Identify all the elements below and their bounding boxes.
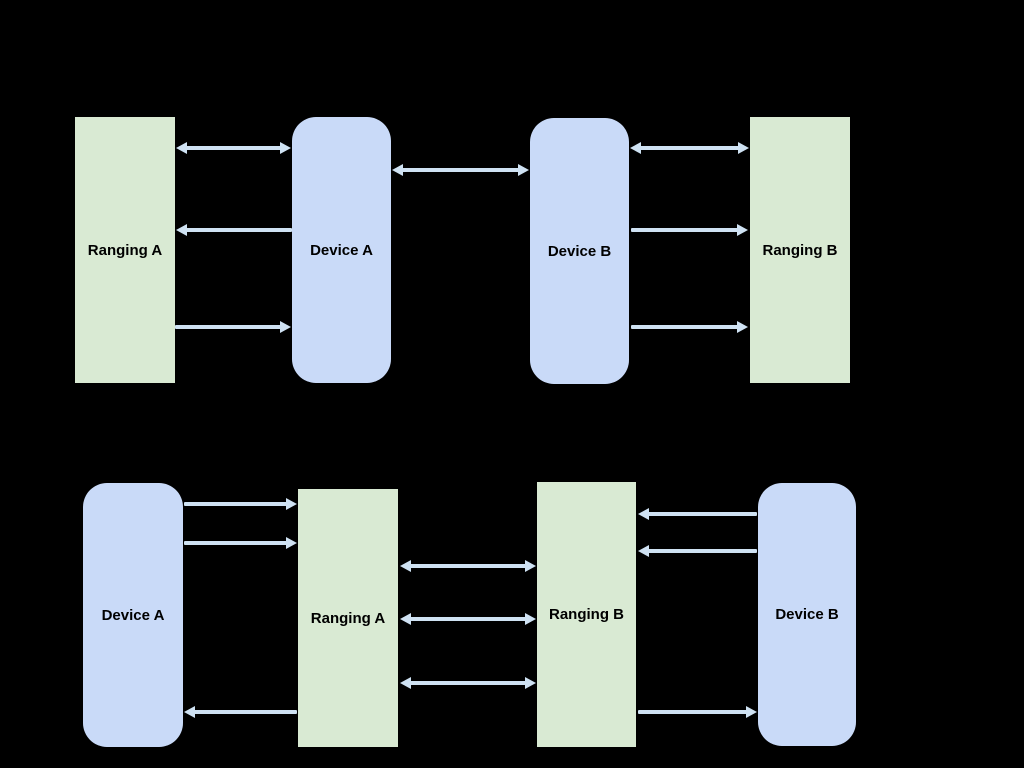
arrowhead-left-icon <box>638 545 649 557</box>
arrowhead-right-icon <box>738 142 749 154</box>
arrow-top-arrow-7 <box>631 321 748 333</box>
box-top-ranging-a: Ranging A <box>75 117 175 383</box>
arrowhead-left-icon <box>400 677 411 689</box>
arrow-top-arrow-6 <box>631 224 748 236</box>
arrowhead-left-icon <box>400 613 411 625</box>
arrow-line <box>401 168 520 172</box>
box-label: Ranging B <box>762 241 838 259</box>
box-bottom-device-a: Device A <box>83 483 183 747</box>
arrowhead-left-icon <box>392 164 403 176</box>
arrowhead-left-icon <box>176 142 187 154</box>
arrow-bottom-arrow-9 <box>184 706 297 718</box>
arrowhead-right-icon <box>737 321 748 333</box>
box-label: Device B <box>547 242 612 260</box>
arrowhead-left-icon <box>184 706 195 718</box>
box-top-device-a: Device A <box>292 117 391 383</box>
arrowhead-right-icon <box>286 498 297 510</box>
arrow-line <box>409 681 527 685</box>
arrowhead-left-icon <box>638 508 649 520</box>
arrow-line <box>184 502 288 506</box>
arrow-line <box>184 541 288 545</box>
box-label: Device A <box>310 241 373 259</box>
box-bottom-device-b: Device B <box>758 483 856 746</box>
arrow-bottom-arrow-2 <box>184 537 297 549</box>
arrow-bottom-arrow-3 <box>400 560 536 572</box>
arrow-line <box>409 564 527 568</box>
arrow-top-arrow-4 <box>392 164 529 176</box>
arrow-line <box>638 710 748 714</box>
arrow-top-arrow-3 <box>175 321 291 333</box>
arrow-line <box>185 146 282 150</box>
arrow-top-arrow-5 <box>630 142 749 154</box>
arrow-line <box>647 549 757 553</box>
arrow-line <box>639 146 740 150</box>
box-bottom-ranging-b: Ranging B <box>537 482 636 747</box>
box-top-ranging-b: Ranging B <box>750 117 850 383</box>
box-label: Ranging A <box>310 609 386 627</box>
arrow-bottom-arrow-6 <box>638 508 757 520</box>
arrow-bottom-arrow-8 <box>638 706 757 718</box>
arrowhead-right-icon <box>518 164 529 176</box>
box-label: Ranging A <box>87 241 163 259</box>
arrowhead-left-icon <box>630 142 641 154</box>
arrow-line <box>647 512 757 516</box>
arrow-bottom-arrow-5 <box>400 677 536 689</box>
arrow-line <box>409 617 527 621</box>
arrowhead-right-icon <box>525 677 536 689</box>
arrow-line <box>185 228 292 232</box>
box-top-device-b: Device B <box>530 118 629 384</box>
box-bottom-ranging-a: Ranging A <box>298 489 398 747</box>
arrow-line <box>631 325 739 329</box>
arrowhead-right-icon <box>280 321 291 333</box>
arrow-line <box>631 228 739 232</box>
arrowhead-left-icon <box>400 560 411 572</box>
arrow-top-arrow-2 <box>176 224 292 236</box>
arrowhead-right-icon <box>525 560 536 572</box>
box-label: Device A <box>101 606 165 624</box>
arrowhead-right-icon <box>746 706 757 718</box>
arrowhead-right-icon <box>286 537 297 549</box>
arrow-bottom-arrow-4 <box>400 613 536 625</box>
arrow-top-arrow-1 <box>176 142 291 154</box>
arrowhead-right-icon <box>737 224 748 236</box>
arrow-line <box>193 710 297 714</box>
box-label: Device B <box>775 606 839 623</box>
arrowhead-left-icon <box>176 224 187 236</box>
arrow-line <box>175 325 282 329</box>
arrow-bottom-arrow-7 <box>638 545 757 557</box>
arrowhead-right-icon <box>525 613 536 625</box>
arrow-bottom-arrow-1 <box>184 498 297 510</box>
box-label: Ranging B <box>549 606 624 623</box>
arrowhead-right-icon <box>280 142 291 154</box>
